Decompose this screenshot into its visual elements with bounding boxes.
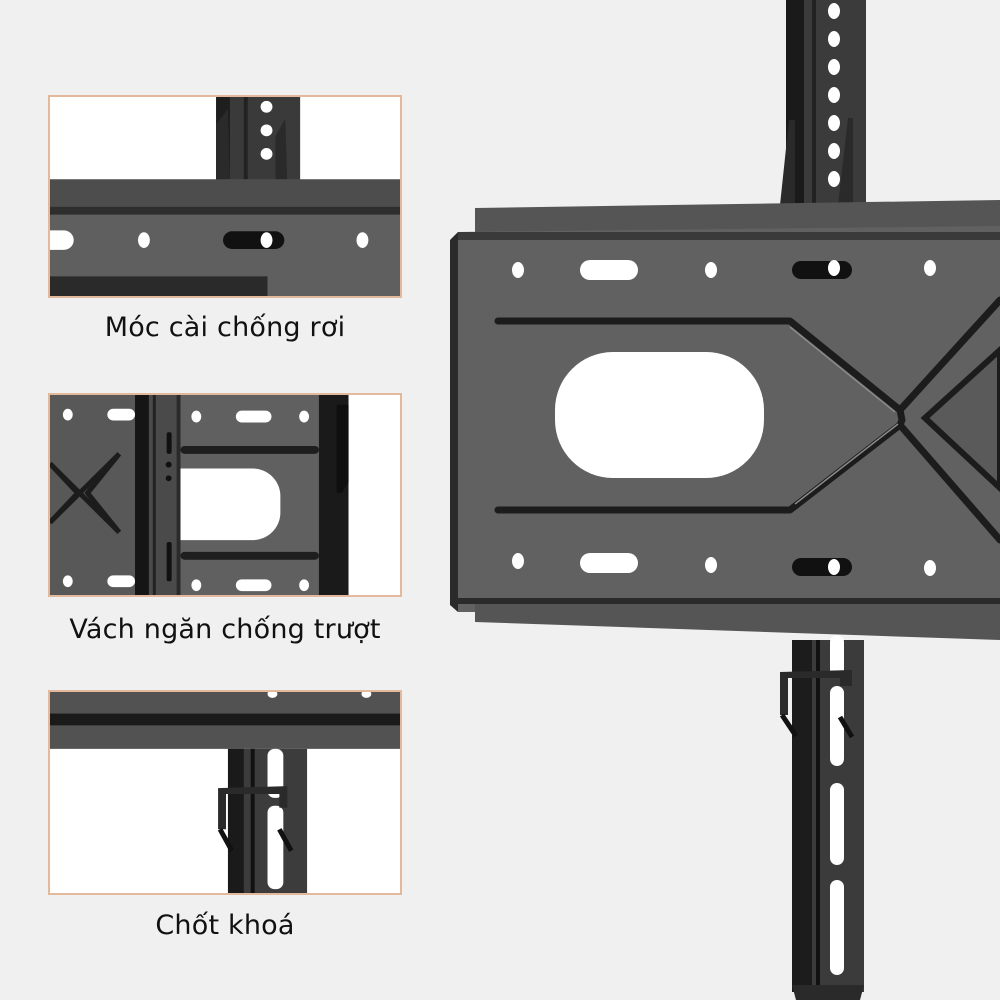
- feature-caption-anti-fall-hook: Móc cài chống rơi: [104, 312, 346, 343]
- feature-caption-anti-slip-partition: Vách ngăn chống trượt: [69, 614, 381, 645]
- anti-slip-partition-detail-icon: [50, 395, 400, 595]
- feature-caption-locking-pin: Chốt khoá: [155, 910, 295, 941]
- anti-fall-hook-detail-icon: [50, 97, 400, 296]
- locking-pin-detail-icon: [50, 692, 400, 893]
- feature-image-anti-slip-partition: [48, 393, 402, 597]
- tv-wall-mount-bracket-image: [440, 0, 1000, 1000]
- feature-image-locking-pin: [48, 690, 402, 895]
- feature-image-anti-fall-hook: [48, 95, 402, 298]
- tv-wall-mount-bracket-icon: [450, 0, 1000, 1000]
